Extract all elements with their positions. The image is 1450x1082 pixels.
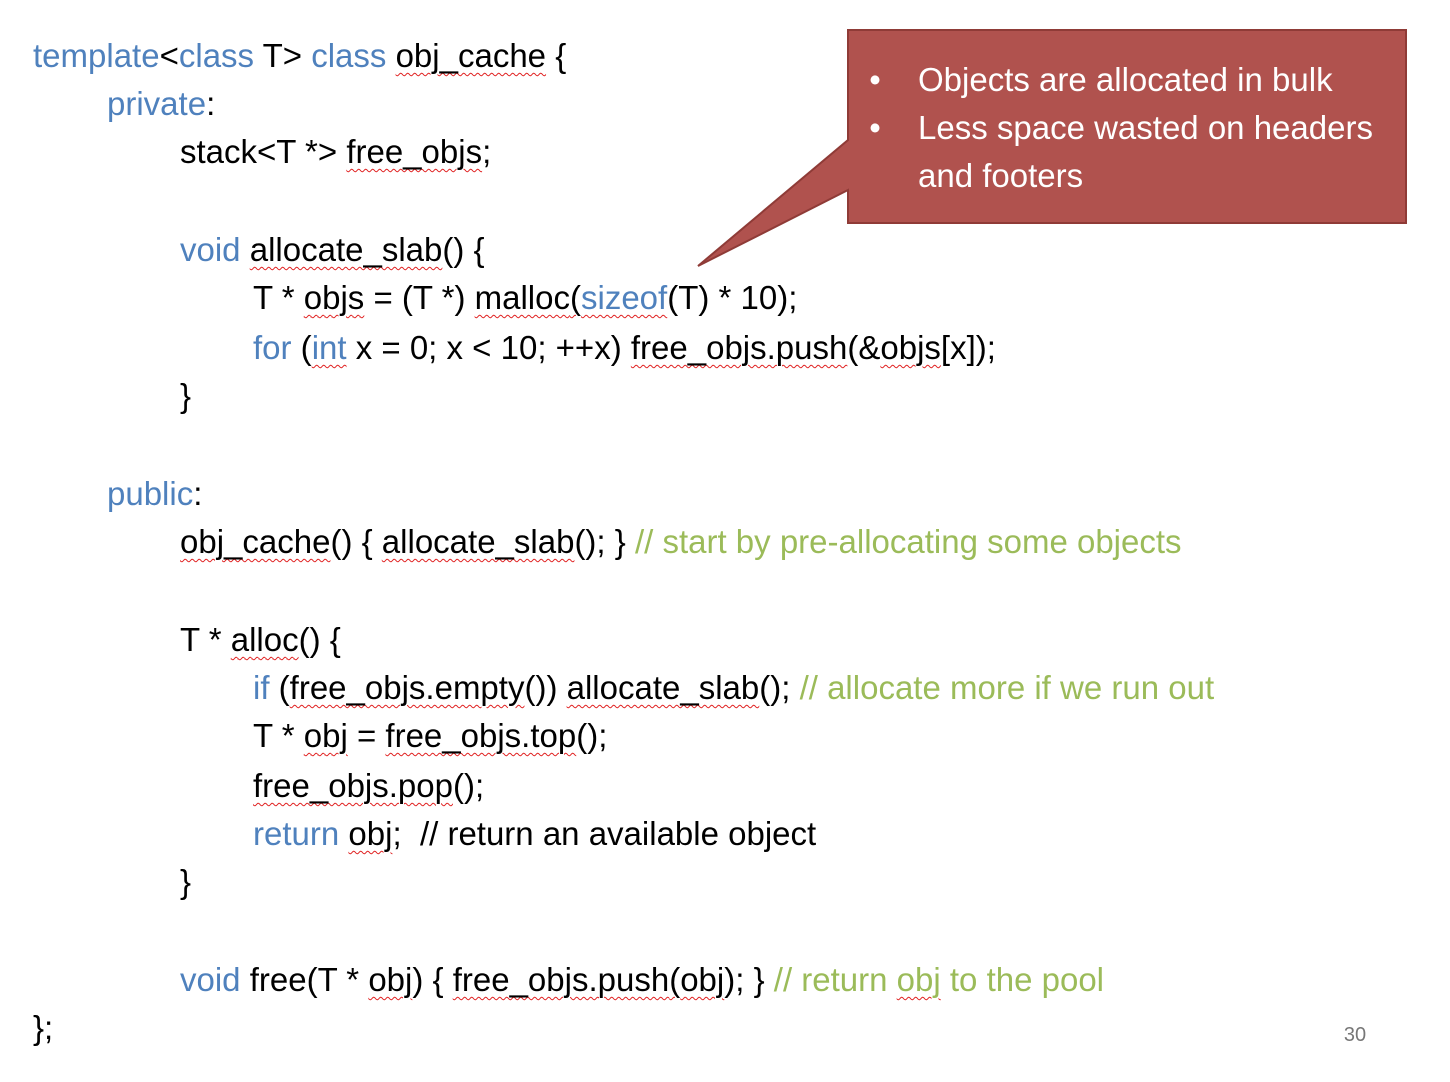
identifier: obj — [348, 815, 393, 852]
keyword: int — [311, 329, 347, 366]
code-text: stack<T *> — [180, 133, 347, 170]
code-text: = (T *) — [364, 279, 475, 316]
code-text: }; — [33, 1009, 54, 1046]
keyword: class — [311, 37, 387, 74]
code-line-16: void free(T * obj) { free_objs.push(obj)… — [180, 960, 1104, 1000]
identifier: free_objs.pop — [253, 767, 453, 804]
keyword: template — [33, 37, 160, 74]
code-text: ( — [569, 279, 581, 316]
code-text: { — [546, 37, 567, 74]
code-text: () { — [442, 231, 485, 268]
code-text: T * — [180, 621, 231, 658]
code-text: T * — [253, 717, 304, 754]
code-text: ( — [669, 961, 681, 998]
identifier: alloc — [230, 621, 299, 658]
code-text: (); — [576, 717, 608, 754]
identifier: free_objs.push — [452, 961, 670, 998]
code-comment: obj — [896, 961, 941, 998]
code-text: ()) — [524, 669, 567, 706]
code-text: x = 0; x < 10; ++x) — [346, 329, 631, 366]
identifier: free_objs.top — [385, 717, 577, 754]
identifier: obj — [303, 717, 348, 754]
code-text — [241, 231, 250, 268]
page-number: 30 — [1343, 1024, 1367, 1046]
code-line-1: template<class T> class obj_cache { — [33, 36, 566, 76]
identifier: free_objs — [346, 133, 483, 170]
identifier: free_objs.push — [630, 329, 848, 366]
code-line-9: obj_cache() { allocate_slab(); } // star… — [180, 522, 1182, 562]
code-line-2: private: — [107, 84, 215, 124]
identifier: objs — [303, 279, 365, 316]
code-text: (& — [847, 329, 881, 366]
code-comment: // return — [773, 961, 897, 998]
code-line-15: } — [180, 862, 191, 902]
code-text: ( — [291, 329, 312, 366]
keyword: void — [180, 961, 241, 998]
code-text: = — [347, 717, 386, 754]
code-line-6: for (int x = 0; x < 10; ++x) free_objs.p… — [253, 328, 996, 368]
code-text: } — [180, 863, 192, 900]
identifier: obj — [368, 961, 413, 998]
keyword: private — [107, 85, 207, 122]
code-line-5: T * objs = (T *) malloc(sizeof(T) * 10); — [253, 278, 797, 318]
code-comment: // start by pre-allocating some objects — [634, 523, 1182, 560]
code-line-10: T * alloc() { — [180, 620, 341, 660]
code-text: ); } — [724, 961, 774, 998]
identifier: obj_cache — [395, 37, 547, 74]
keyword: void — [180, 231, 241, 268]
code-comment: // allocate more if we run out — [799, 669, 1215, 706]
code-text: : — [193, 475, 203, 512]
identifier: malloc — [474, 279, 570, 316]
code-line-13: free_objs.pop(); — [253, 766, 484, 806]
code-text: (); — [759, 669, 800, 706]
code-line-8: public: — [107, 474, 202, 514]
identifier: allocate_slab — [566, 669, 760, 706]
keyword: return — [253, 815, 340, 852]
keyword: public — [107, 475, 194, 512]
code-line-7: } — [180, 376, 191, 416]
code-text: ) { — [412, 961, 453, 998]
identifier: allocate_slab — [249, 231, 443, 268]
keyword: if — [253, 669, 270, 706]
keyword: sizeof — [580, 279, 668, 316]
code-text: free(T * — [240, 961, 369, 998]
code-text: : — [206, 85, 216, 122]
code-text: ; // return an available object — [392, 815, 817, 852]
code-line-17: }; — [33, 1008, 53, 1048]
identifier: free_objs.empty — [289, 669, 525, 706]
identifier: obj_cache — [180, 523, 331, 560]
code-text: () { — [330, 523, 382, 560]
code-text: ( — [269, 669, 290, 706]
code-text: } — [180, 377, 192, 414]
code-text: (); — [452, 767, 485, 804]
code-text — [386, 37, 395, 74]
keyword: for — [253, 329, 292, 366]
code-comment: to the pool — [940, 961, 1105, 998]
code-line-3: stack<T *> free_objs; — [180, 132, 491, 172]
code-line-11: if (free_objs.empty()) allocate_slab(); … — [253, 668, 1214, 708]
code-text: [x]); — [940, 329, 996, 366]
code-text: T * — [253, 279, 304, 316]
code-text: T> — [254, 37, 312, 74]
code-text: () { — [298, 621, 341, 658]
code-text: (T) * 10); — [667, 279, 798, 316]
code-text: < — [159, 37, 179, 74]
code-line-12: T * obj = free_objs.top(); — [253, 716, 607, 756]
code-text: (); } — [574, 523, 635, 560]
code-text: ; — [482, 133, 492, 170]
identifier: obj — [680, 961, 725, 998]
code-text — [339, 815, 348, 852]
code-line-4: void allocate_slab() { — [180, 230, 485, 270]
identifier: objs — [880, 329, 941, 366]
identifier: allocate_slab — [381, 523, 575, 560]
keyword: class — [178, 37, 255, 74]
code-line-14: return obj; // return an available objec… — [253, 814, 816, 854]
